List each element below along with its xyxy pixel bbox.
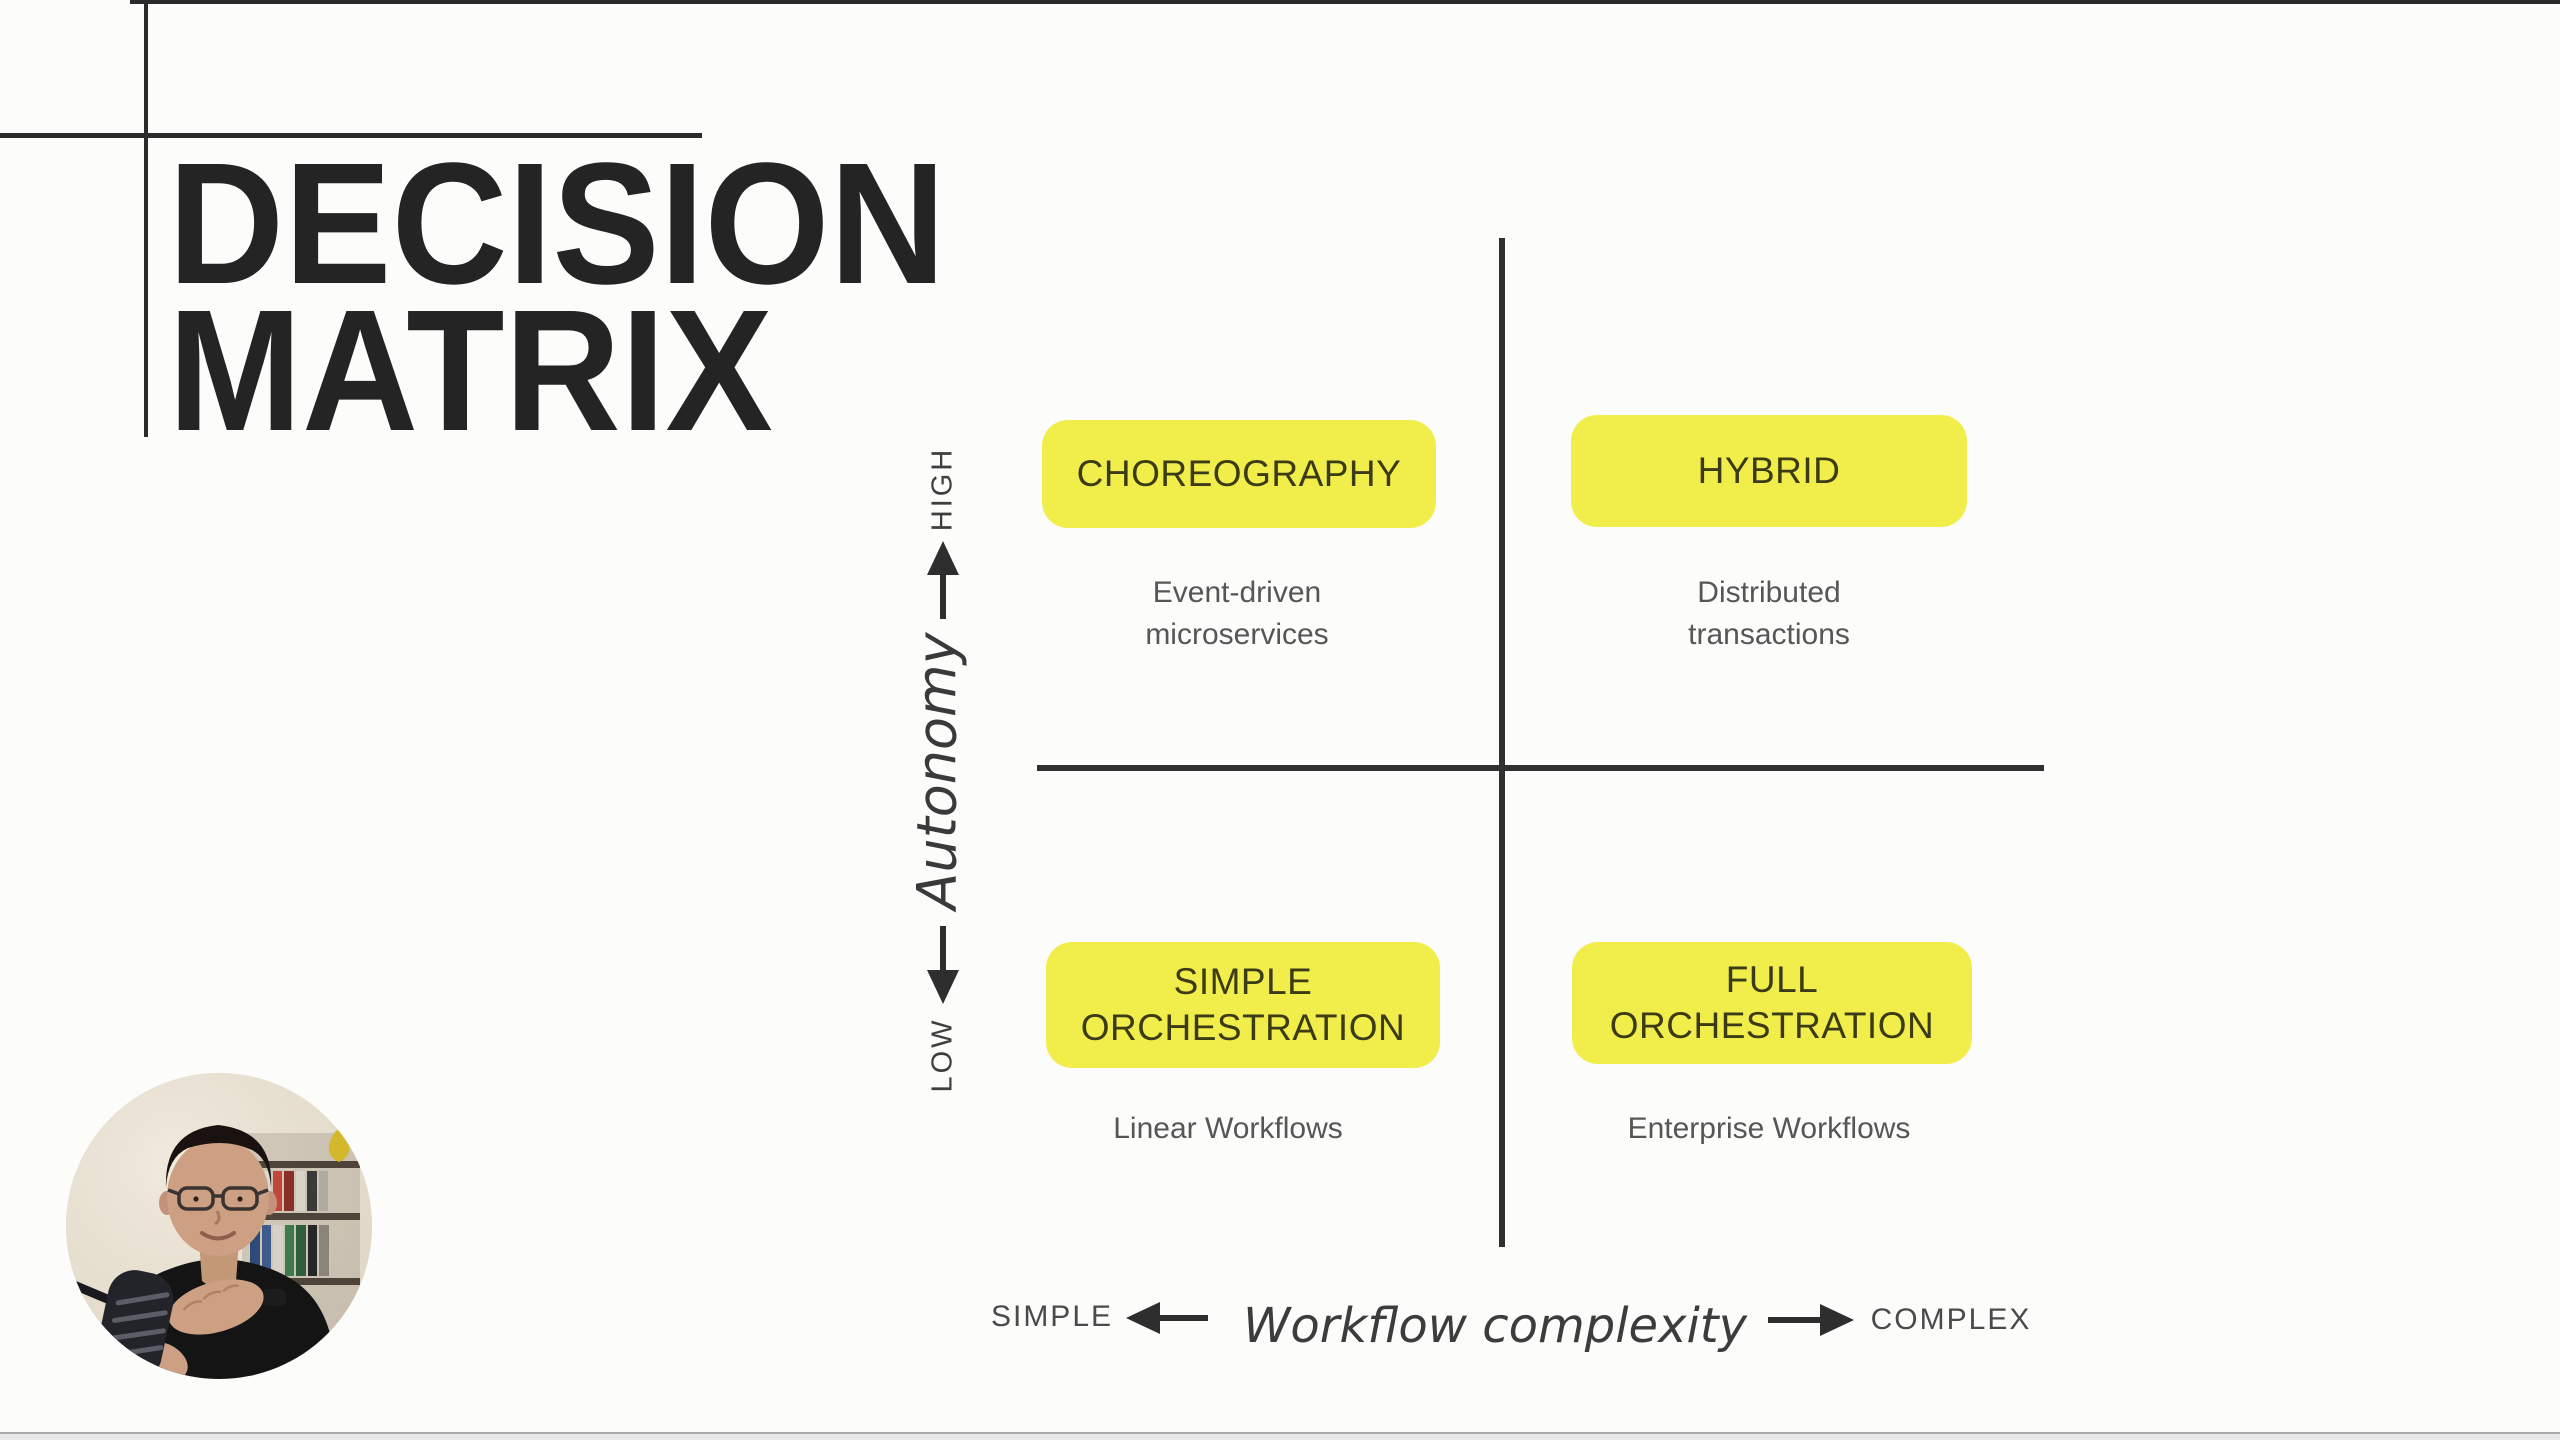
quadrant-label: FULL ORCHESTRATION — [1609, 959, 1935, 1046]
presenter-webcam — [66, 1073, 372, 1379]
arrow-right-icon — [1768, 1304, 1854, 1336]
quadrant-box-hybrid: HYBRID — [1571, 415, 1967, 527]
quadrant-label: CHOREOGRAPHY — [1076, 453, 1402, 494]
x-axis-simple-label: SIMPLE — [990, 1300, 1114, 1333]
matrix-vertical-axis-line — [1499, 238, 1505, 1247]
presenter-webcam-frame — [66, 1073, 372, 1379]
quadrant-label-line2: ORCHESTRATION — [1080, 1007, 1406, 1048]
slide-title-line2: MATRIX — [168, 273, 773, 467]
caption-line: Enterprise Workflows — [1627, 1112, 1911, 1145]
quadrant-box-choreography: CHOREOGRAPHY — [1042, 420, 1436, 528]
bottom-edge-bar — [0, 1434, 2560, 1440]
top-edge-bar — [130, 0, 2560, 4]
decorative-horizontal-line — [0, 133, 702, 138]
caption-line: Linear Workflows — [1113, 1112, 1343, 1145]
slide-title-line1: DECISION — [168, 126, 946, 320]
caption-line: Distributed — [1697, 576, 1841, 609]
bottom-edge-line — [0, 1432, 2560, 1434]
y-axis-low-label: LOW — [926, 1017, 959, 1093]
caption-line: microservices — [1145, 618, 1329, 651]
quadrant-caption-full-orchestration: Enterprise Workflows — [1539, 1108, 1999, 1150]
arrow-up-icon — [927, 541, 959, 619]
caption-line: transactions — [1688, 618, 1850, 651]
y-axis-high-label: HIGH — [926, 446, 959, 532]
decorative-vertical-line — [144, 0, 148, 437]
matrix-horizontal-axis-line — [1037, 765, 2044, 771]
quadrant-caption-choreography: Event-driven microservices — [1007, 572, 1467, 656]
quadrant-box-full-orchestration: FULL ORCHESTRATION — [1572, 942, 1972, 1064]
x-axis-complex-label: COMPLEX — [1870, 1303, 2032, 1336]
arrow-down-icon — [927, 926, 959, 1004]
quadrant-caption-simple-orchestration: Linear Workflows — [998, 1108, 1458, 1150]
arrow-left-icon — [1126, 1302, 1208, 1334]
quadrant-label: HYBRID — [1697, 450, 1841, 491]
x-axis-title: Workflow complexity — [1242, 1298, 1748, 1354]
quadrant-caption-hybrid: Distributed transactions — [1539, 572, 1999, 656]
quadrant-label-line1: SIMPLE — [1173, 961, 1313, 1002]
yellow-vase — [328, 1129, 350, 1162]
glasses — [167, 1186, 269, 1211]
y-axis-title: Autonomy — [905, 632, 969, 910]
caption-line: Event-driven — [1152, 576, 1322, 609]
quadrant-box-simple-orchestration: SIMPLE ORCHESTRATION — [1046, 942, 1440, 1068]
